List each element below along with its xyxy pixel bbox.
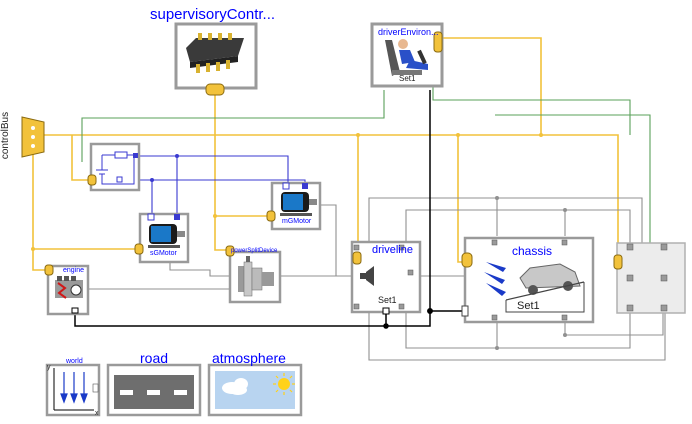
battery-pin-p[interactable]: [133, 153, 138, 158]
road-block[interactable]: [106, 363, 202, 417]
motor-icon: [148, 224, 185, 248]
battery-block[interactable]: [87, 142, 141, 192]
engine-heat-port[interactable]: [71, 307, 79, 314]
motor-icon: [280, 192, 317, 216]
mg-motor-label: mGMotor: [282, 218, 312, 225]
chip-icon: [186, 33, 244, 73]
chassis-ports: [491, 239, 568, 321]
world-axis-x: x: [95, 410, 99, 417]
world-block[interactable]: [45, 363, 101, 417]
driveline-label: driveline: [372, 244, 413, 256]
signal-connections: [81, 80, 651, 248]
driver-icon: [385, 39, 428, 76]
sgmotor-pin-n[interactable]: [147, 213, 155, 221]
road-markings: [120, 390, 187, 395]
driveline-bus-port[interactable]: [352, 251, 362, 265]
road-label: road: [140, 350, 169, 366]
chassis-sublabel: Set1: [517, 300, 540, 312]
car-icon: [484, 262, 585, 313]
driver-environment-block[interactable]: [370, 22, 444, 88]
mgmotor-pin-n[interactable]: [282, 182, 290, 190]
driveline-block[interactable]: [350, 240, 422, 315]
engine-block[interactable]: [44, 264, 90, 316]
supervisory-controller-block[interactable]: [174, 22, 258, 96]
cloud-icon: [222, 378, 248, 395]
brakes-ports: [626, 243, 668, 312]
brakes-block[interactable]: [613, 242, 686, 314]
driveline-heat-port[interactable]: [382, 307, 390, 315]
driver-environment-sublabel: Set1: [399, 74, 416, 83]
atmosphere-label: atmosphere: [212, 350, 286, 366]
sun-icon: [273, 373, 295, 395]
chassis-heat-port[interactable]: [461, 305, 469, 317]
world-label: world: [66, 358, 83, 365]
driveline-icon: [360, 266, 374, 286]
mg-motor-block[interactable]: [266, 181, 322, 231]
sgmotor-bus-port[interactable]: [134, 243, 144, 255]
gravity-icon: [53, 368, 99, 411]
power-split-device-label: powerSplitDevice: [231, 248, 278, 254]
chassis-block[interactable]: [461, 236, 595, 324]
engine-icon: [55, 276, 83, 299]
brakes-bus-port[interactable]: [613, 254, 623, 270]
world-axis-y: y: [47, 364, 51, 371]
power-split-device-block[interactable]: [225, 245, 282, 304]
control-bus-label: controlBus: [0, 111, 12, 160]
sg-motor-label: sGMotor: [150, 250, 177, 257]
battery-pin-n[interactable]: [116, 176, 123, 183]
bus-connections: [32, 37, 619, 271]
battery-icon: [96, 151, 135, 185]
mgmotor-pin-p[interactable]: [302, 183, 308, 189]
junction-dots: [31, 133, 567, 350]
sg-motor-block[interactable]: [134, 212, 190, 264]
gear-icon: [238, 256, 274, 297]
chassis-label: chassis: [512, 244, 553, 258]
driveline-ports: [353, 244, 414, 310]
control-bus-connector[interactable]: [21, 116, 45, 158]
sgmotor-pin-p[interactable]: [174, 214, 180, 220]
mgmotor-bus-port[interactable]: [266, 210, 276, 222]
psd-bus-port[interactable]: [225, 245, 235, 257]
driveline-sublabel: Set1: [378, 295, 397, 305]
driver-environment-label: driverEnviron...: [378, 27, 439, 37]
battery-bus-port[interactable]: [87, 174, 97, 186]
engine-label: engine: [63, 267, 85, 274]
driver-bus-port[interactable]: [433, 31, 443, 53]
supervisory-controller-label: supervisoryContr...: [150, 6, 276, 23]
atmosphere-block[interactable]: [207, 363, 303, 417]
supervisory-bus-port[interactable]: [205, 83, 225, 96]
engine-bus-port[interactable]: [44, 264, 54, 276]
chassis-bus-port[interactable]: [461, 252, 473, 268]
